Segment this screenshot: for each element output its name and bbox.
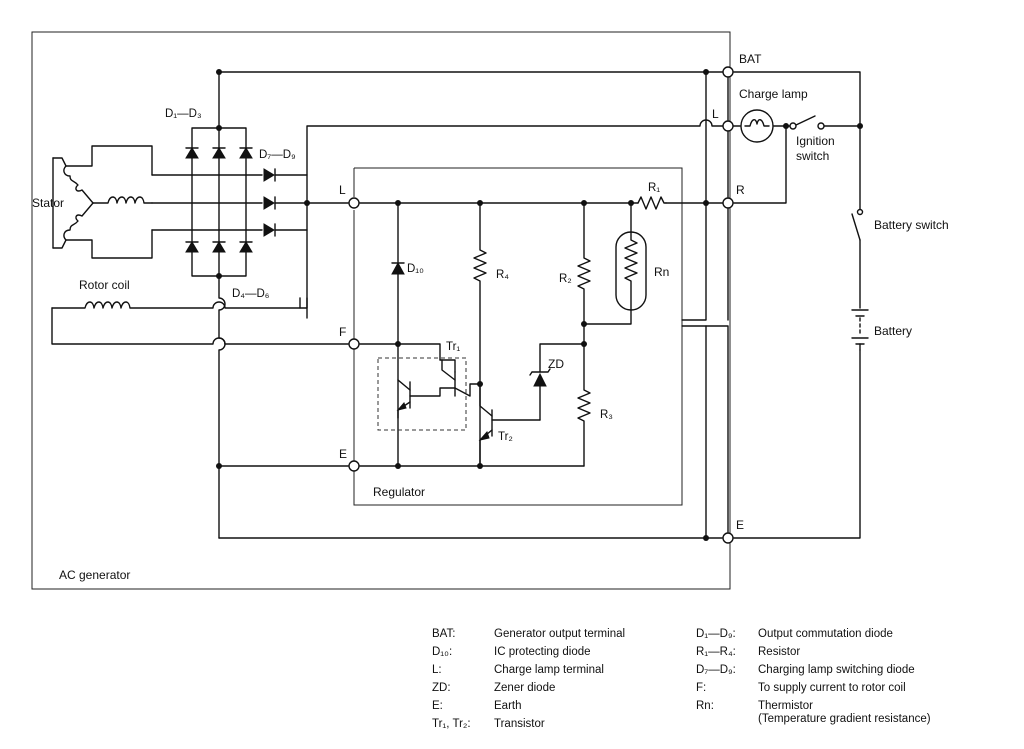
label-battery: Battery [874,324,912,338]
legend-key: F: [696,682,707,694]
legend-key: L: [432,664,442,676]
stator-windings [52,145,153,259]
battery-switch-contact [856,208,864,216]
transistor-tr1 [359,343,481,419]
transistor-tr2 [478,383,541,467]
terminal-f [348,338,360,350]
rotor-to-l-wire [299,297,308,309]
earth-battery-wire [733,349,861,539]
resistor-r2-r3 [577,202,591,467]
legend-key: D₁—D₉: [696,628,736,640]
legend-desc: Thermistor [758,700,813,712]
zener-diode [529,343,585,421]
legend-key: BAT: [432,628,456,640]
legend-desc: (Temperature gradient resistance) [758,713,931,725]
legend-desc: Earth [494,700,522,712]
legend-key: D₁₀: [432,646,453,658]
legend-key: Rn: [696,700,714,712]
legend-desc: Transistor [494,718,545,730]
ignition-switch [789,115,825,130]
terminal-r [722,197,734,209]
ac-generator-outline [31,31,731,590]
label-charge-lamp: Charge lamp [739,87,808,101]
label-terminal-f: F [339,325,346,339]
legend-desc: Charge lamp terminal [494,664,604,676]
label-terminal-r: R [736,183,745,197]
terminal-e-left [348,460,360,472]
r-to-ignition-wire [733,125,787,204]
terminal-bat [722,66,734,78]
label-ignition-2: switch [796,149,829,163]
legend-key: ZD: [432,682,451,694]
label-rotor-coil: Rotor coil [79,278,130,292]
terminals [348,66,734,544]
circuit-diagram: BAT Charge lamp Ignition switch Battery … [31,31,949,590]
label-r3: R₃ [600,409,613,421]
battery-switch [851,213,861,241]
bat-riser-wire [681,71,707,321]
legend-desc: To supply current to rotor coil [758,682,906,694]
legend-desc: Charging lamp switching diode [758,664,915,676]
label-ac-generator: AC generator [59,568,130,582]
label-battery-switch: Battery switch [874,218,949,232]
label-d7-d9: D₇—D₉ [259,149,296,161]
charge-lamp [740,109,774,143]
tr1-dashed-box [377,357,467,431]
label-terminal-l-left: L [339,183,346,197]
legend-desc: Resistor [758,646,801,658]
terminal-l-left [348,197,360,209]
r-to-e-wire [681,208,729,533]
label-stator: Stator [32,196,64,210]
label-d1-d3: D₁—D₃ [165,108,202,120]
terminal-e-right [722,532,734,544]
regulator-outline [353,167,683,506]
label-d10: D₁₀ [407,263,424,275]
legend-desc: Zener diode [494,682,556,694]
legend-key: Tr₁, Tr₂: [432,718,471,730]
diodes-d4-d6 [185,241,253,253]
label-ignition-1: Ignition [796,134,835,148]
label-terminal-l-right: L [712,107,719,121]
label-terminal-e-left: E [339,447,347,461]
diode-d10 [391,202,405,467]
bridge-to-earth-wire [218,275,226,539]
legend-key: R₁—R₄: [696,646,736,658]
label-d4-d6: D₄—D₆ [232,288,270,300]
label-r4: R₄ [496,269,509,281]
label-tr1: Tr₁ [446,341,460,353]
legend-key: E: [432,700,443,712]
legend-desc: Generator output terminal [494,628,626,640]
label-regulator: Regulator [373,485,425,499]
battery-symbol [851,309,869,351]
diodes-d1-d3 [185,147,253,159]
label-zd: ZD [548,357,564,371]
label-r2: R₂ [559,273,572,285]
charge-lamp-wire [306,119,741,319]
label-terminal-e-right: E [736,518,744,532]
rotor-coil [51,297,349,345]
thermistor-rn [583,202,647,325]
label-bat: BAT [739,52,762,66]
resistor-r4 [473,202,487,467]
label-r1: R₁ [648,182,660,194]
resistor-r1 [637,196,667,210]
bat-battery-wire [733,71,861,127]
legend-desc: Output commutation diode [758,628,893,640]
label-rn: Rn [654,265,669,279]
diodes-d7-d9 [263,168,349,237]
label-tr2: Tr₂ [498,431,513,443]
legend-key: D₇—D₉: [696,664,736,676]
terminal-l-right [722,120,734,132]
legend-desc: IC protecting diode [494,646,591,658]
junction-dots [216,69,863,541]
